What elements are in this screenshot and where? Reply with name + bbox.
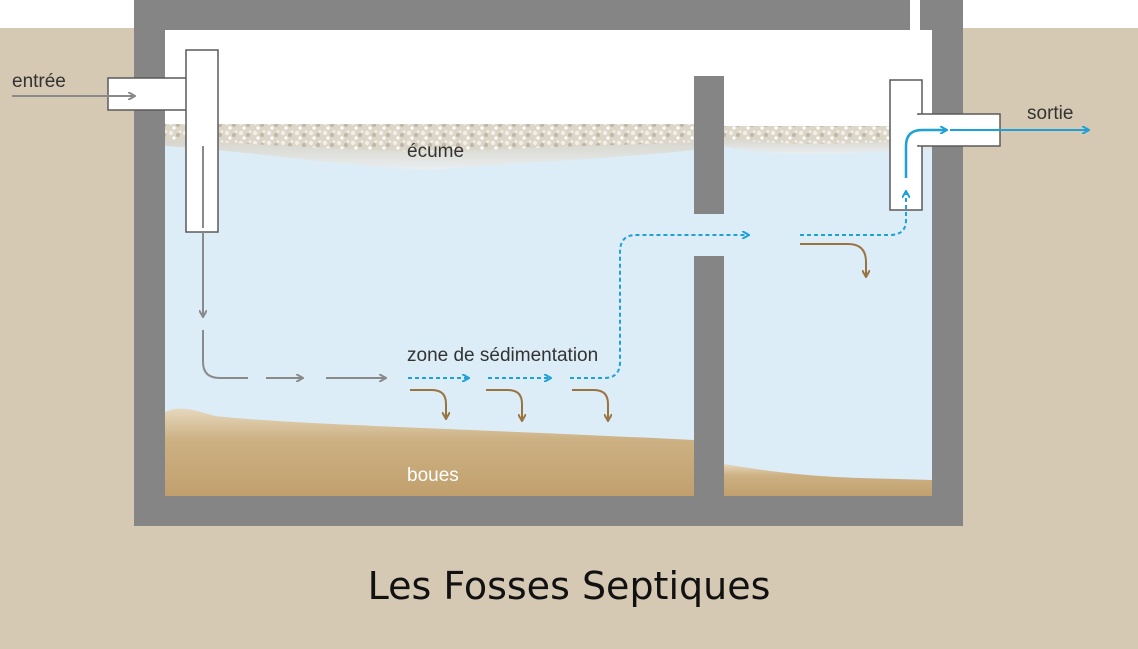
- settling-arrow: [800, 243, 866, 276]
- page-title: Les Fosses Septiques: [367, 564, 771, 608]
- clear-flow-rise: [570, 235, 748, 379]
- sludge-label: boues: [407, 465, 459, 486]
- outlet-flow-arrow: [904, 130, 946, 178]
- settling-arrow: [572, 389, 608, 420]
- baffle-lower: [694, 256, 724, 496]
- inlet-label: entrée: [12, 71, 66, 92]
- outlet-label: sortie: [1027, 103, 1074, 124]
- scum-label: écume: [407, 141, 465, 162]
- settling-arrow: [486, 389, 522, 420]
- settling-zone-label: zone de sédimentation: [407, 345, 599, 366]
- settling-arrow: [410, 389, 446, 418]
- scum-pebbles-right: [724, 126, 932, 144]
- scum-pebbles: [165, 124, 694, 152]
- baffle-upper: [694, 76, 724, 214]
- sludge-layer: [165, 408, 694, 496]
- vent-gap: [910, 0, 920, 30]
- inlet-flow-bend: [202, 330, 248, 379]
- sludge-layer-right: [724, 464, 932, 496]
- clear-flow-second-chamber: [800, 192, 906, 236]
